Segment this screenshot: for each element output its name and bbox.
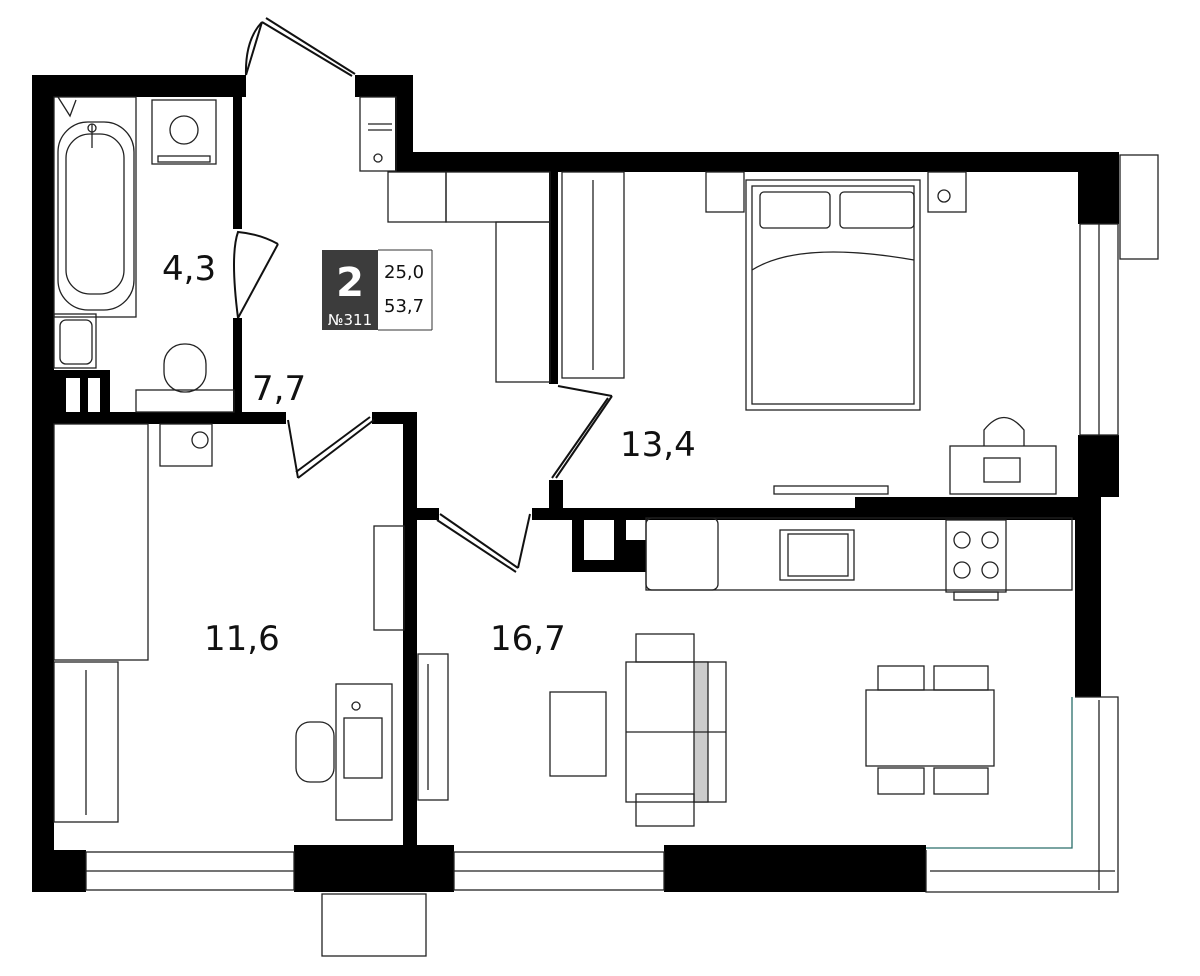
room-labels: 4,3 7,7 13,4 11,6 16,7 [162, 249, 696, 659]
bathroom-fixtures [53, 96, 235, 413]
doors [233, 17, 613, 573]
badge-living-area: 25,0 [384, 262, 424, 283]
badge-total-area: 53,7 [384, 296, 424, 317]
windows [85, 154, 1159, 957]
kids-room-fixtures [53, 423, 405, 823]
area-hallway: 7,7 [252, 369, 306, 409]
area-children-room: 11,6 [204, 619, 280, 659]
badge-apartment-number: №311 [328, 311, 372, 329]
area-bedroom: 13,4 [620, 425, 696, 465]
badge-dark-box [322, 250, 378, 330]
area-kitchen-living: 16,7 [490, 619, 566, 659]
walls [32, 75, 1119, 892]
kitchen-living-fixtures [417, 517, 1073, 827]
badge-rooms-count: 2 [336, 260, 364, 306]
hallway-fixtures [359, 96, 551, 383]
area-bathroom: 4,3 [162, 249, 216, 289]
bedroom-fixtures [561, 171, 1057, 495]
apartment-badge: 2 №311 25,0 53,7 [322, 249, 433, 331]
